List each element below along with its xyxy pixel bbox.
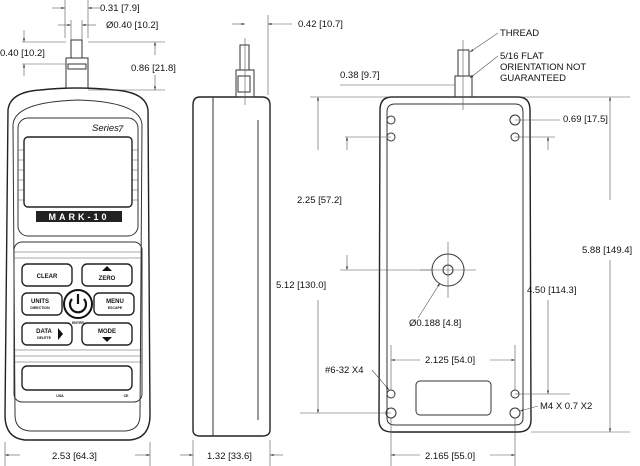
front-view: Series 7 MARK-10 CLEAR ZERO UNITSDIRECTI… — [0, 0, 176, 466]
screw-callout-1: #6-32 X4 — [325, 365, 364, 376]
series-label: Series — [92, 123, 119, 134]
dim-probe-height: 0.86 [21.8] — [131, 63, 176, 74]
flat-label-3: GUARANTEED — [500, 73, 566, 84]
data-sublabel: DELETE — [37, 336, 51, 340]
down-arrow-icon — [102, 337, 112, 342]
enter-label: ENTER — [72, 321, 84, 325]
dim-tip-length: 0.40 [10.2] — [0, 48, 45, 59]
mode-label: MODE — [98, 329, 116, 335]
dim-top-offset: 0.38 [9.7] — [340, 70, 380, 81]
menu-label: MENU — [106, 299, 124, 305]
brand-logo — [36, 211, 122, 222]
dim-back-width: 2.165 [55.0] — [425, 451, 475, 462]
back-view: THREAD 5/16 FLAT ORIENTATION NOT GUARANT… — [276, 28, 632, 466]
power-enter-button[interactable]: ENTER — [63, 289, 93, 325]
display-screen — [23, 136, 133, 208]
dim-holes-horizontal: 2.125 [54.0] — [425, 355, 475, 366]
dim-hole-top: 0.69 [17.5] — [563, 114, 608, 125]
clear-button[interactable]: CLEAR — [21, 263, 73, 287]
dim-holes-vertical: 4.50 [114.3] — [527, 285, 576, 296]
dim-depth: 1.32 [33.6] — [207, 451, 252, 462]
flat-label-2: ORIENTATION NOT — [500, 62, 586, 73]
up-arrow-icon — [102, 266, 112, 271]
usa-label: USA — [56, 394, 64, 398]
zero-button[interactable]: ZERO — [81, 263, 133, 287]
dim-front-width: 2.53 [64.3] — [52, 451, 97, 462]
clear-label: CLEAR — [37, 274, 58, 280]
dim-center-hole: Ø0.188 [4.8] — [409, 318, 461, 329]
dim-center-vertical: 2.25 [57.2] — [297, 195, 342, 206]
units-sublabel: DIRECTION — [30, 306, 50, 310]
dim-mount-overall: 5.12 [130.0] — [276, 280, 326, 291]
dim-tip-width: 0.31 [7.9] — [100, 3, 140, 14]
dim-overall-height: 5.88 [149.4] — [582, 245, 632, 256]
dim-shaft-diameter: Ø0.40 [10.2] — [106, 20, 158, 31]
dim-probe-offset: 0.42 [10.7] — [298, 19, 343, 30]
power-icon — [68, 298, 88, 314]
mode-button[interactable]: MODE — [81, 322, 133, 346]
series-number: 7 — [118, 124, 124, 135]
right-arrow-icon — [58, 328, 63, 340]
thread-label: THREAD — [500, 28, 539, 39]
zero-label: ZERO — [99, 276, 116, 282]
side-view: 0.42 [10.7] 1.32 [33.6] — [180, 15, 343, 466]
units-label: UNITS — [31, 299, 49, 305]
menu-sublabel: ESCAPE — [108, 306, 123, 310]
ce-mark: CE — [124, 394, 130, 398]
flat-label-1: 5/16 FLAT — [500, 51, 544, 62]
brand-text: MARK-10 — [48, 212, 109, 222]
screw-callout-2: M4 X 0.7 X2 — [540, 401, 592, 412]
data-label: DATA — [36, 329, 52, 335]
